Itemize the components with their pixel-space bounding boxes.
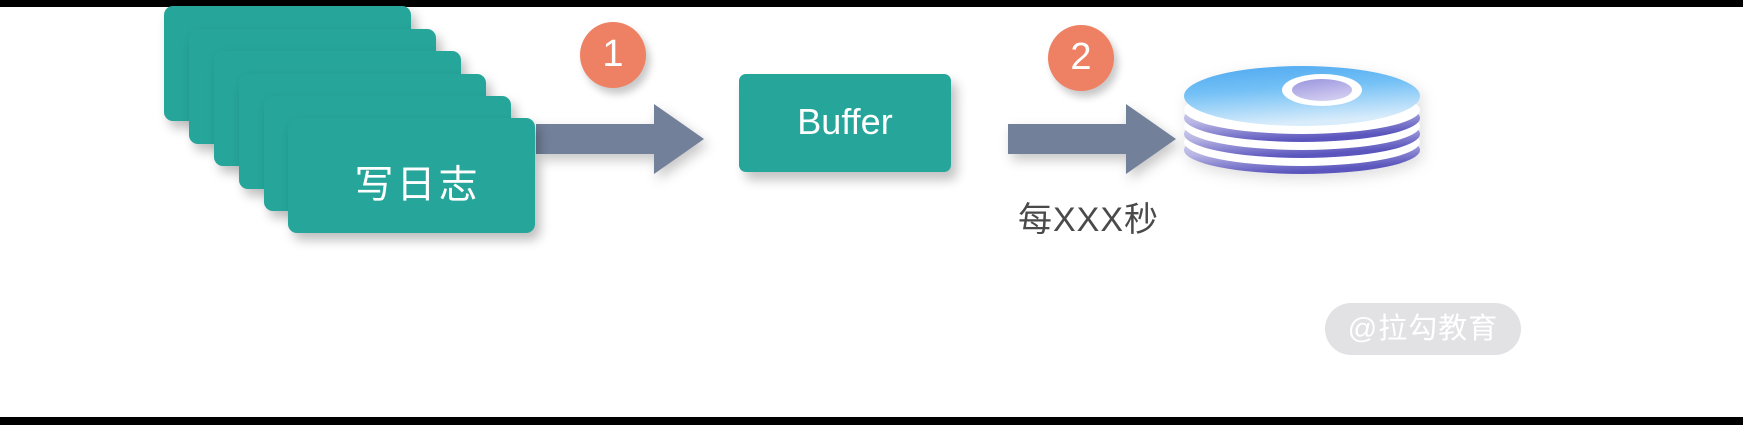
- buffer-node: Buffer: [739, 74, 951, 172]
- bottom-edge-bar: [0, 417, 1743, 425]
- database-disc-stack-icon: [1184, 66, 1420, 174]
- step-badge-2: 2: [1048, 25, 1114, 91]
- interval-caption: 每XXX秒: [1018, 201, 1160, 239]
- log-card-front: 写日志: [288, 118, 535, 233]
- flow-arrow-1: [536, 104, 704, 174]
- top-edge-bar: [0, 0, 1743, 7]
- log-card-stack: 写日志: [0, 0, 560, 250]
- buffer-label: Buffer: [797, 101, 893, 142]
- watermark-badge: @拉勾教育: [1325, 303, 1521, 355]
- step-badge-2-number: 2: [1070, 36, 1092, 78]
- watermark-text: @拉勾教育: [1347, 312, 1499, 345]
- flow-arrow-2: [1008, 104, 1176, 174]
- step-badge-1: 1: [580, 22, 646, 88]
- step-badge-1-number: 1: [602, 33, 624, 75]
- log-card-label: 写日志: [354, 164, 481, 207]
